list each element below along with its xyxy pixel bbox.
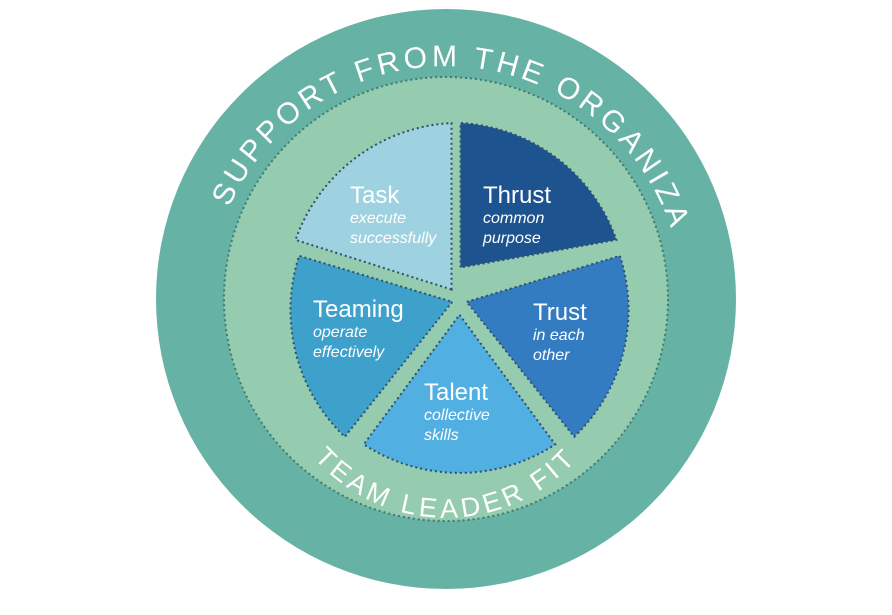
- teaming-label-group: Teaming operate effectively: [313, 296, 404, 361]
- thrust-segment: [459, 121, 618, 269]
- thrust-subtitle-line2: purpose: [482, 230, 541, 247]
- talent-subtitle-line1: collective: [424, 407, 490, 424]
- teaming-segment: [289, 254, 455, 439]
- talent-segment: [362, 313, 557, 474]
- talent-label-group: Talent collective skills: [424, 379, 490, 444]
- trust-segment: [464, 254, 630, 439]
- task-title: Task: [350, 182, 400, 209]
- trust-title: Trust: [533, 299, 587, 326]
- task-label-group: Task execute successfully: [350, 182, 437, 247]
- task-subtitle-line2: successfully: [350, 230, 437, 247]
- teaming-subtitle-line1: operate: [313, 324, 367, 341]
- five-t-pie: [289, 121, 630, 474]
- thrust-title: Thrust: [483, 182, 551, 209]
- thrust-subtitle-line1: common: [483, 210, 544, 227]
- teaming-title: Teaming: [313, 296, 404, 323]
- trust-subtitle-line2: other: [533, 347, 570, 364]
- talent-subtitle-line2: skills: [424, 427, 459, 444]
- trust-subtitle-line1: in each: [533, 327, 585, 344]
- trust-label-group: Trust in each other: [533, 299, 587, 364]
- teaming-subtitle-line2: effectively: [313, 344, 385, 361]
- task-subtitle-line1: execute: [350, 210, 406, 227]
- task-segment: [294, 121, 453, 291]
- talent-title: Talent: [424, 379, 488, 406]
- thrust-label-group: Thrust common purpose: [482, 182, 551, 247]
